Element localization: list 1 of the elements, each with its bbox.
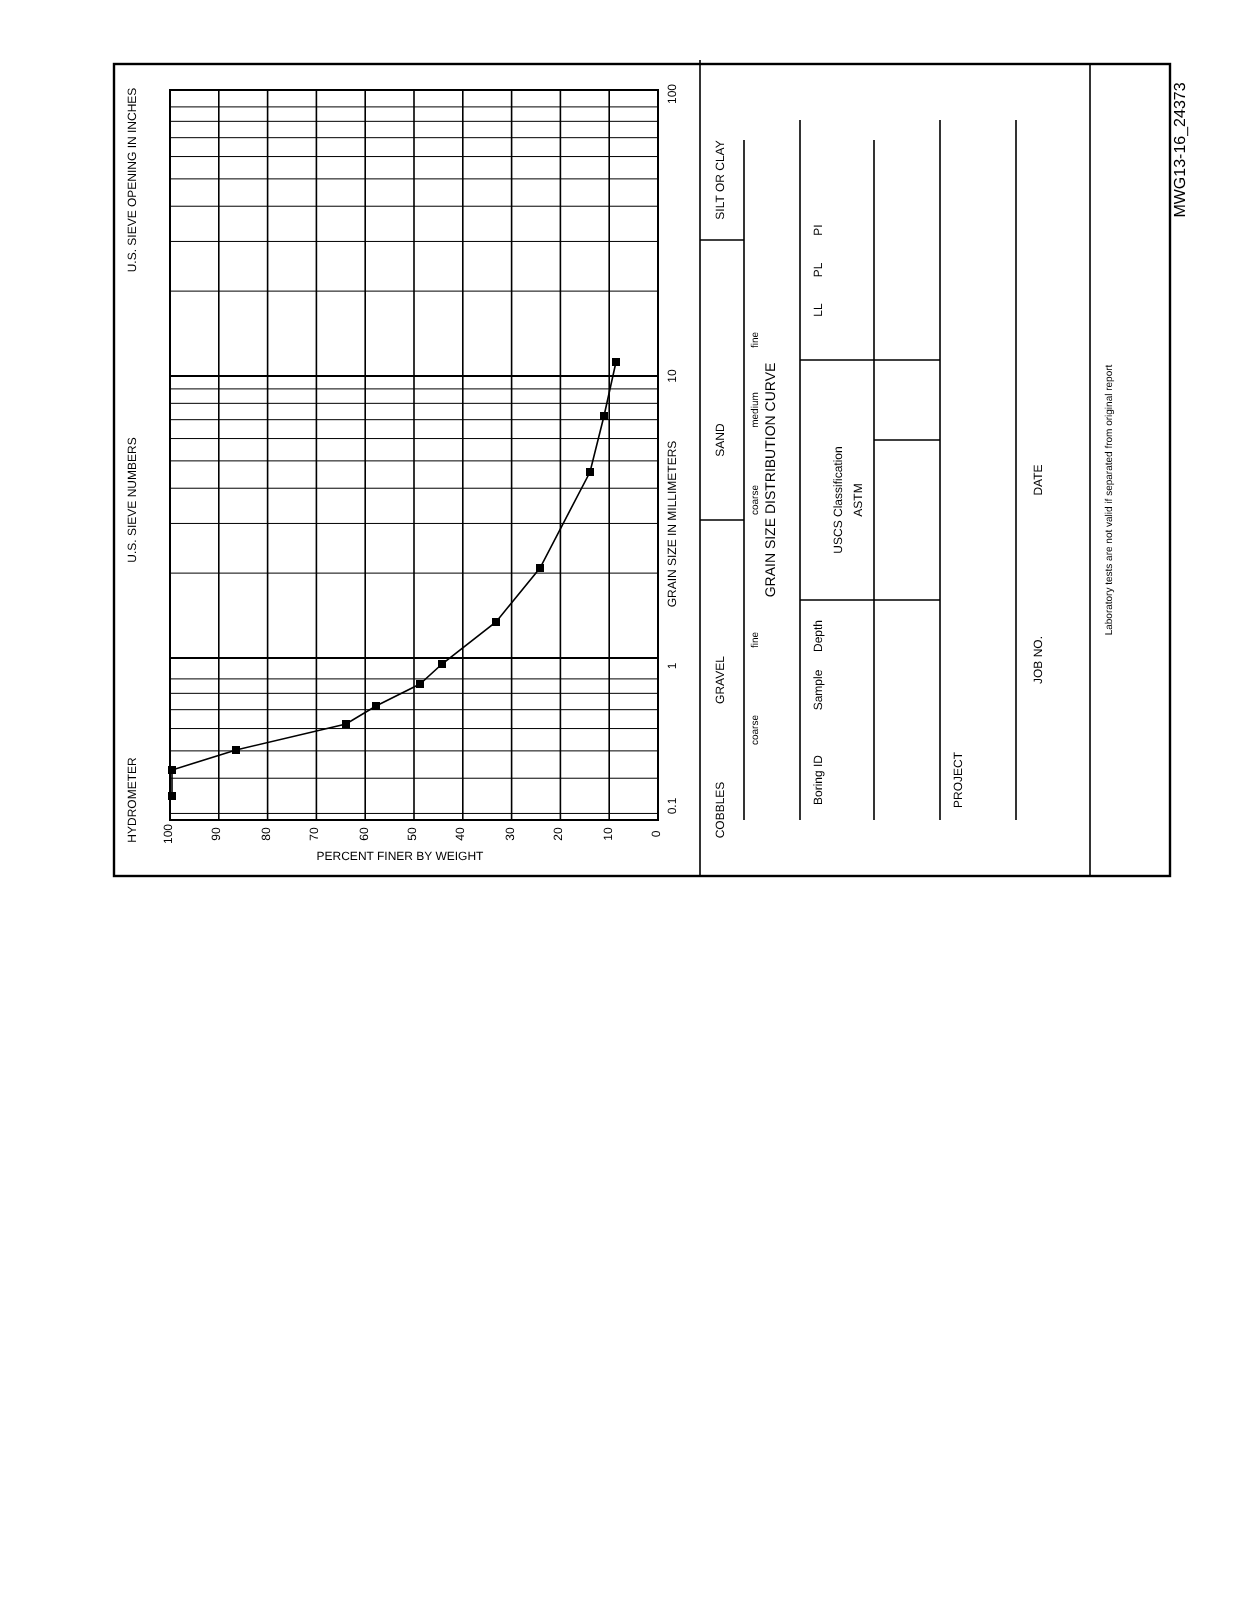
document-id: MWG13-16_24373: [1171, 82, 1189, 218]
